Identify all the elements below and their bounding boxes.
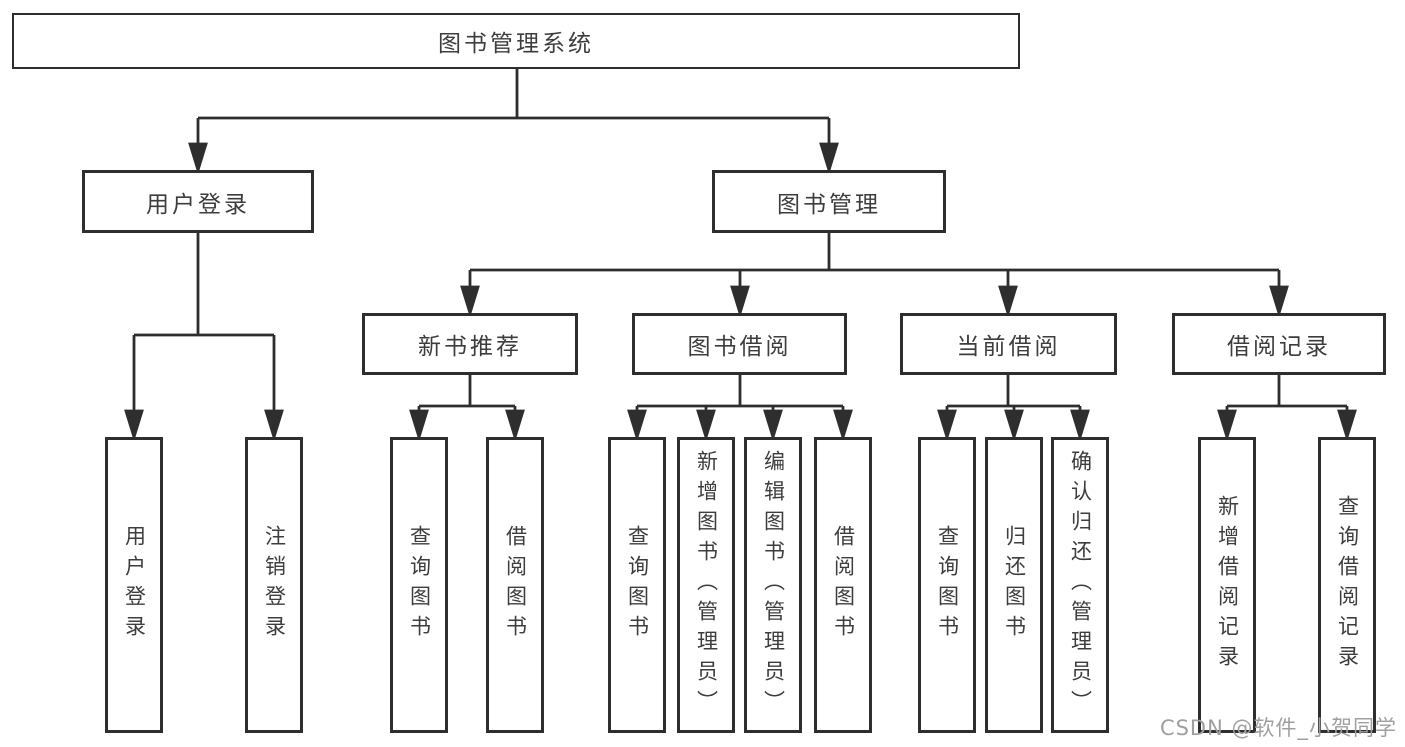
- node-user-login-branch: 用户登录: [82, 170, 314, 233]
- vertical-label: 注销登录: [262, 525, 287, 645]
- arrow-down-icon: [1004, 409, 1024, 442]
- arrow-down-icon: [188, 142, 208, 175]
- arrow-down-icon: [460, 285, 480, 318]
- connector-root-to-branches: [188, 68, 839, 175]
- vertical-label: 用户登录: [122, 525, 147, 645]
- arrow-down-icon: [998, 285, 1018, 318]
- node-query-books-recommend: 查询图书: [390, 437, 448, 733]
- arrow-down-icon: [627, 409, 647, 442]
- arrow-down-icon: [264, 409, 284, 442]
- node-label: 图书借阅: [687, 334, 792, 360]
- connector-line: [132, 233, 276, 417]
- connector-current-section: [937, 375, 1090, 442]
- node-query-borrow-record: 查询借阅记录: [1318, 437, 1376, 733]
- node-logout-leaf: 注销登录: [245, 437, 303, 733]
- node-add-books-admin: 新增图书（管理员）: [677, 437, 735, 733]
- node-label: 图书管理系统: [438, 31, 594, 57]
- node-return-books: 归还图书: [985, 437, 1043, 733]
- arrow-down-icon: [409, 409, 429, 442]
- node-label: 当前借阅: [956, 334, 1061, 360]
- node-user-login-leaf: 用户登录: [105, 437, 163, 733]
- connector-line: [635, 375, 845, 418]
- node-system-root: 图书管理系统: [12, 13, 1020, 69]
- connector-user-branch: [124, 233, 284, 442]
- node-borrow-records: 借阅记录: [1172, 313, 1386, 375]
- connector-new-book-section: [409, 375, 525, 442]
- arrow-down-icon: [819, 142, 839, 175]
- node-label: 借阅记录: [1227, 334, 1331, 360]
- node-query-books-borrow: 查询图书: [608, 437, 666, 733]
- vertical-label: 查询图书: [625, 525, 650, 645]
- arrow-down-icon: [730, 285, 750, 318]
- vertical-label: 查询图书: [935, 525, 960, 645]
- vertical-label: 查询图书: [407, 525, 432, 645]
- node-label: 用户登录: [146, 191, 250, 218]
- vertical-label: 借阅图书: [503, 525, 528, 645]
- arrow-down-icon: [763, 409, 783, 442]
- csdn-watermark: CSDN @软件_小贺同学: [1159, 716, 1397, 740]
- node-book-management-branch: 图书管理: [712, 170, 946, 233]
- arrow-down-icon: [833, 409, 853, 442]
- vertical-label: 确认归还（管理员）: [1068, 450, 1093, 720]
- connector-book-branch: [460, 233, 1289, 318]
- connector-line: [468, 233, 1281, 297]
- vertical-label: 借阅图书: [831, 525, 856, 645]
- node-borrow-books-recommend: 借阅图书: [486, 437, 544, 733]
- arrow-down-icon: [1337, 409, 1357, 442]
- arrow-down-icon: [696, 409, 716, 442]
- vertical-label: 新增借阅记录: [1215, 495, 1240, 675]
- node-new-book-recommend: 新书推荐: [362, 313, 578, 375]
- node-edit-books-admin: 编辑图书（管理员）: [744, 437, 802, 733]
- node-borrow-books-leaf: 借阅图书: [814, 437, 872, 733]
- vertical-label: 新增图书（管理员）: [694, 450, 719, 720]
- node-label: 新书推荐: [418, 334, 522, 360]
- node-current-borrowing: 当前借阅: [900, 313, 1117, 375]
- connector-borrow-section: [627, 375, 853, 442]
- connector-line: [1225, 375, 1349, 418]
- vertical-label: 编辑图书（管理员）: [761, 450, 786, 720]
- arrow-down-icon: [937, 409, 957, 442]
- arrow-down-icon: [124, 409, 144, 442]
- arrow-down-icon: [1217, 409, 1237, 442]
- arrow-down-icon: [1269, 285, 1289, 318]
- arrow-down-icon: [505, 409, 525, 442]
- node-query-books-current: 查询图书: [918, 437, 976, 733]
- arrow-down-icon: [1070, 409, 1090, 442]
- node-confirm-return-admin: 确认归还（管理员）: [1051, 437, 1109, 733]
- connector-line: [417, 375, 517, 418]
- connector-line: [196, 68, 831, 150]
- node-book-borrowing: 图书借阅: [632, 313, 847, 375]
- vertical-label: 归还图书: [1002, 525, 1027, 645]
- vertical-label: 查询借阅记录: [1335, 495, 1360, 675]
- node-add-borrow-record: 新增借阅记录: [1198, 437, 1256, 733]
- connector-records-section: [1217, 375, 1357, 442]
- node-label: 图书管理: [777, 191, 881, 218]
